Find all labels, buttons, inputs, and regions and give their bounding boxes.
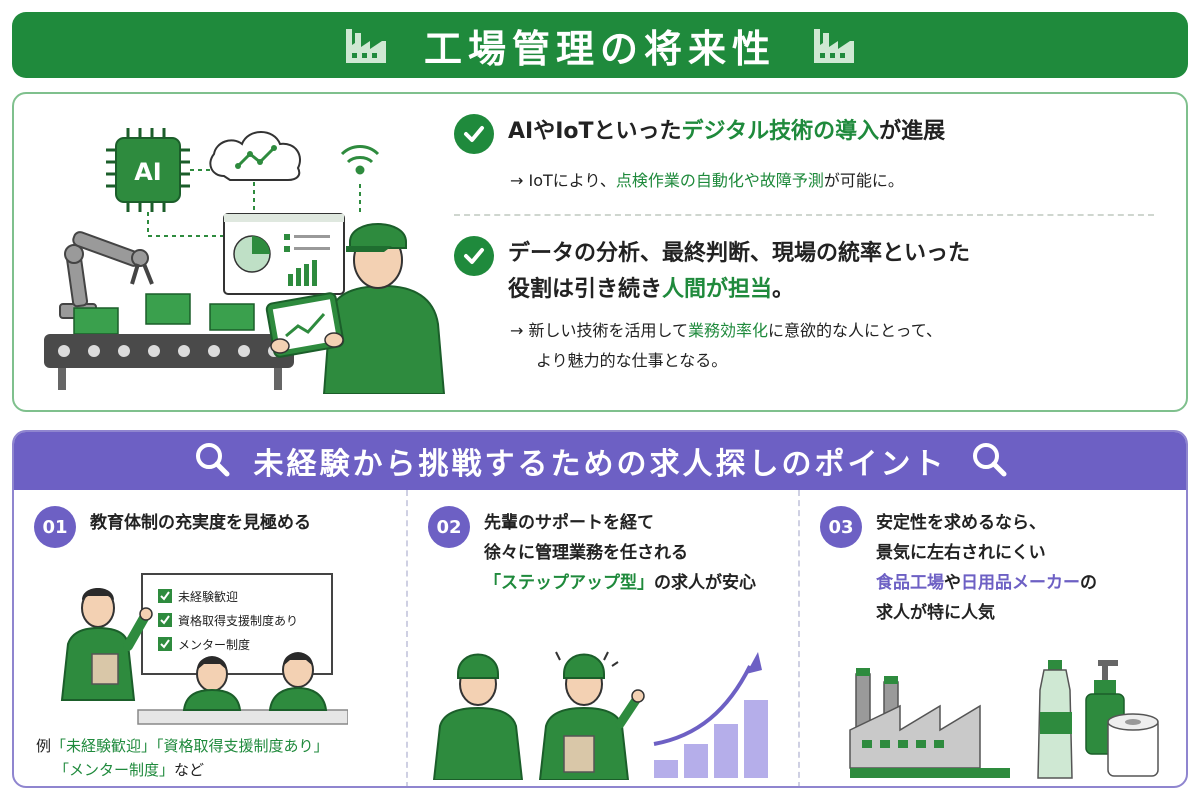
conveyor-belt [44, 334, 294, 390]
future-points: AIやIoTといったデジタル技術の導入が進展 → IoTにより、点検作業の自動化… [454, 114, 1174, 376]
checkmark-icon [454, 236, 494, 276]
search-icon [194, 441, 230, 481]
tip-title: 教育体制の充実度を見極める [90, 513, 311, 533]
checkbox-icon [158, 637, 172, 651]
ai-chip-label: AI [134, 158, 162, 186]
worker-with-tablet [265, 223, 446, 395]
checkbox-icon [158, 613, 172, 627]
number-badge: 03 [820, 506, 862, 548]
future-point-1: AIやIoTといったデジタル技術の導入が進展 → IoTにより、点検作業の自動化… [454, 114, 1174, 196]
job-search-section: 未経験から挑戦するための求人探しのポイント 01 教育体制の充実度を見極める [12, 430, 1188, 788]
section-title: 未経験から挑戦するための求人探しのポイント [253, 447, 947, 482]
toilet-paper-icon [1107, 713, 1159, 777]
checklist-item: 資格取得支援制度あり [178, 613, 299, 628]
point-title: AIやIoTといったデジタル技術の導入が進展 [508, 119, 946, 144]
tip-card-3: 03 安定性を求めるなら、 景気に左右されにくい 食品工場や日用品メーカーの 求… [798, 490, 1186, 786]
step-up-illustration [428, 640, 778, 781]
factory-icon [344, 25, 388, 65]
future-point-2: データの分析、最終判断、現場の統率といった 役割は引き続き人間が担当。 → 新し… [454, 236, 1174, 376]
dashboard-monitor [223, 213, 345, 295]
checklist-item: 未経験歓迎 [178, 589, 239, 604]
divider [454, 214, 1154, 216]
future-section: AI [12, 92, 1188, 412]
point-detail: → 新しい技術を活用して業務効率化に意欲的な人にとって、 より魅力的な仕事となる… [510, 321, 942, 370]
tip-title: 安定性を求めるなら、 景気に左右されにくい 食品工場や日用品メーカーの 求人が特… [876, 513, 1097, 623]
checklist-item: メンター制度 [178, 637, 251, 652]
example-text: 例「未経験歓迎」「資格取得支援制度あり」 「メンター制度」など [36, 737, 329, 779]
tip-card-2: 02 先輩のサポートを経て 徐々に管理業務を任される 「ステップアップ型」の求人… [406, 490, 798, 786]
checkmark-icon [454, 114, 494, 154]
checklist-board: 未経験歓迎 資格取得支援制度あり メンター制度 [158, 584, 328, 656]
search-icon [971, 441, 1007, 481]
food-factory-products-illustration [840, 660, 1170, 780]
section-header: 未経験から挑戦するための求人探しのポイント [14, 432, 1186, 490]
ai-chip-icon: AI [106, 128, 190, 212]
wifi-icon [340, 145, 380, 175]
training-illustration: 未経験歓迎 資格取得支援制度あり メンター制度 [48, 570, 348, 730]
number-badge: 02 [428, 506, 470, 548]
tip-card-1: 01 教育体制の充実度を見極める [14, 490, 406, 786]
checkbox-icon [158, 589, 172, 603]
smart-factory-illustration: AI [34, 114, 454, 395]
point-title: データの分析、最終判断、現場の統率といった 役割は引き続き人間が担当。 [508, 241, 971, 302]
page-header: 工場管理の将来性 [12, 12, 1188, 78]
tip-title: 先輩のサポートを経て 徐々に管理業務を任される 「ステップアップ型」の求人が安心 [484, 513, 756, 593]
cloud-icon [209, 131, 301, 181]
page-title: 工場管理の将来性 [423, 26, 776, 71]
point-detail: → IoTにより、点検作業の自動化や故障予測が可能に。 [510, 171, 904, 190]
robot-arm [59, 231, 154, 319]
number-badge: 01 [34, 506, 76, 548]
bottle-icon [1037, 660, 1073, 779]
factory-icon [812, 25, 856, 65]
factory-icon [849, 668, 1010, 778]
